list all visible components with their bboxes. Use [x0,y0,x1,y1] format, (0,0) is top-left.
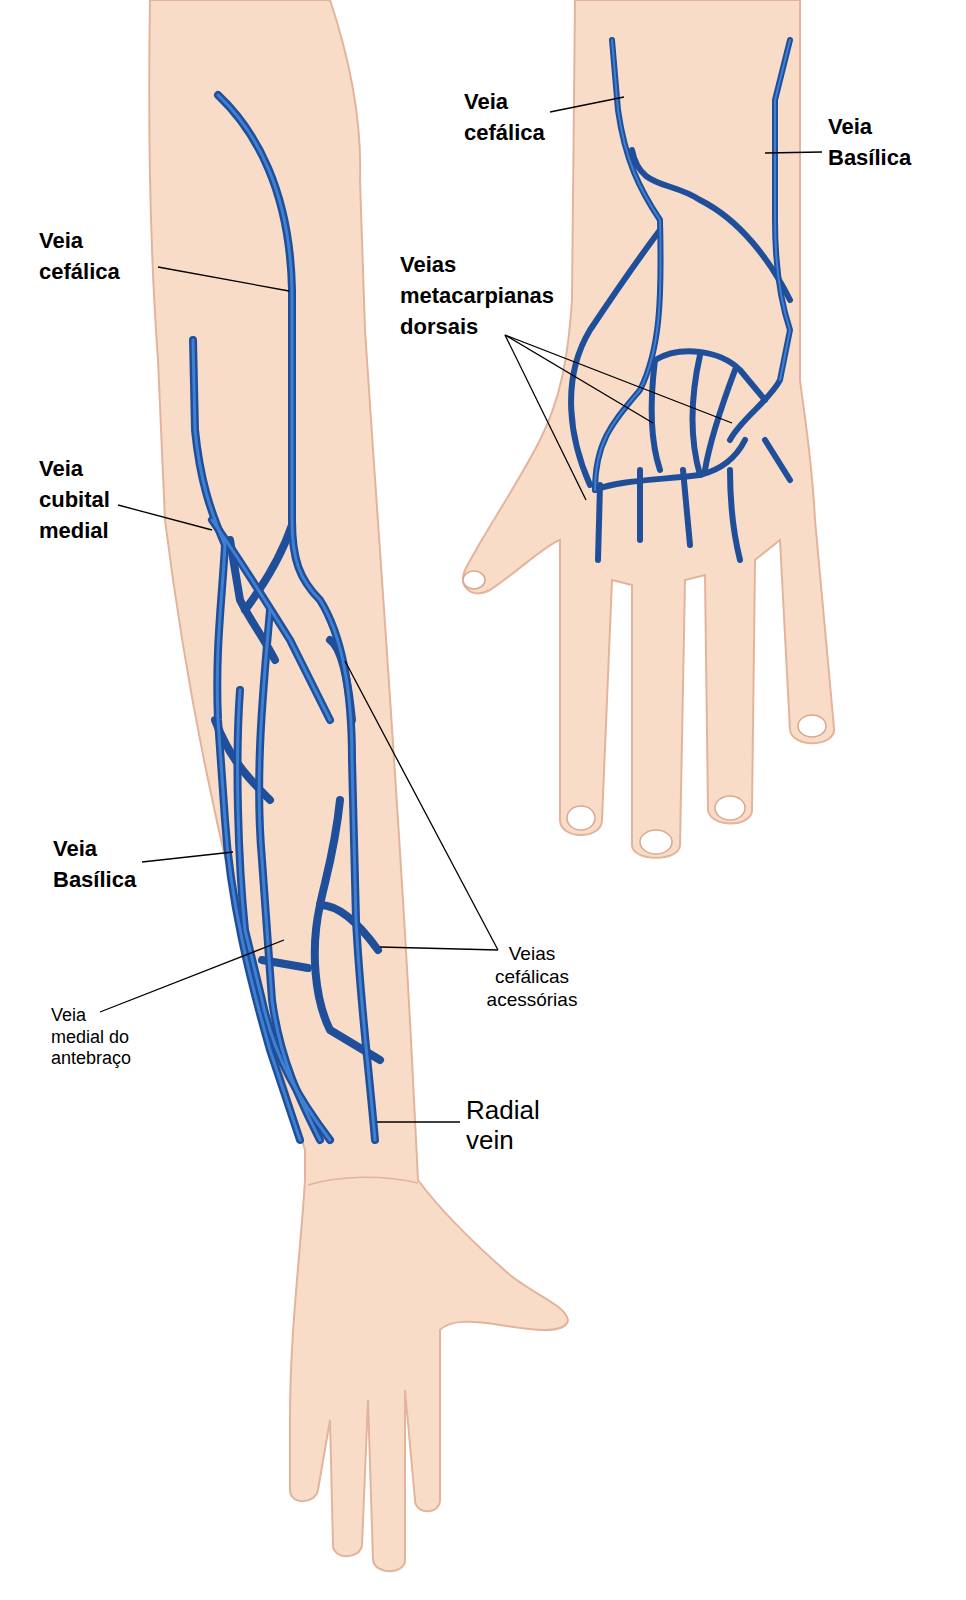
vein-label: Veia Basílica [53,834,153,896]
vein-label: Radial vein [466,1096,558,1156]
arm-veins [193,95,380,1140]
hand-outline [463,0,834,858]
arm-outline [149,0,568,1571]
vein-label: Veia cefálica [39,226,149,288]
vein-label: Veias cefálicas acessórias [480,943,584,1011]
wrist-crease [308,1177,418,1185]
vein-label: Veia Basílica [828,112,928,174]
leader-lines [100,97,822,1122]
dorsal-hand [463,0,834,858]
fingernails [463,571,826,854]
hand-veins [571,40,790,560]
vein-label: Veia cefálica [464,87,548,149]
vein-label: Veia medial do antebraço [51,1005,139,1070]
vein-label: Veia cubital medial [39,454,117,546]
left-arm [149,0,568,1571]
vein-label: Veias metacarpianas dorsais [400,250,575,342]
